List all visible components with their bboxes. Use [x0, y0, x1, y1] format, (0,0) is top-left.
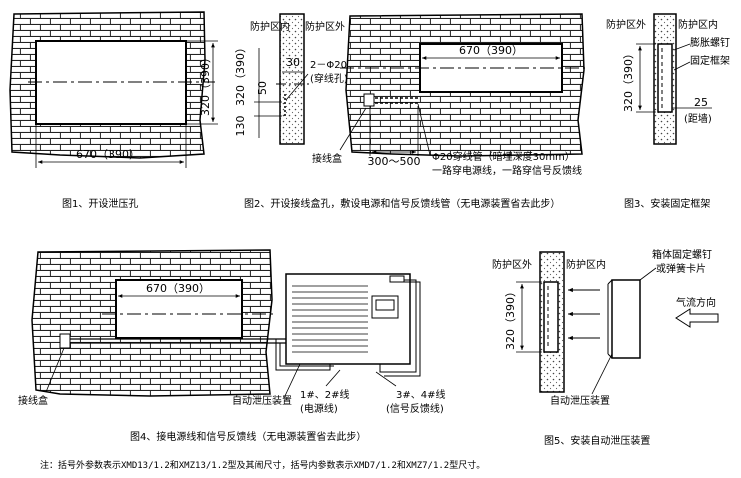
insert-arrows: [568, 287, 600, 341]
power-wires-label: 1#、2#线: [300, 388, 349, 401]
caption: 图5、安装自动泄压装置: [544, 434, 650, 447]
frame-label: 固定框架: [690, 54, 730, 67]
figure-5: 防护区外 防护区内 320（390） 箱体固定螺钉 或弹簧卡片 气流方向 自动泄…: [492, 248, 719, 447]
terminal-block: [389, 275, 405, 283]
dim-130: 130: [234, 116, 247, 137]
junction-box: [363, 93, 375, 107]
dim-width: 670（390）: [76, 148, 140, 161]
junction-box-label: 接线盒: [18, 394, 48, 407]
hole-sublabel: (穿线孔): [310, 72, 348, 85]
junction-box: [59, 333, 71, 349]
dim-25: 25: [694, 96, 708, 109]
dim-50: 50: [256, 81, 269, 95]
caption: 图2、开设接线盒孔，敷设电源和信号反馈线管（无电源装置省去此步）: [244, 197, 560, 210]
signal-wires-label: 3#、4#线: [396, 388, 445, 401]
figure-3: 防护区外 防护区内 膨胀螺钉 固定框架 320（390） 25 (距墙) 图3、…: [606, 13, 730, 210]
label-inside: 防护区内: [250, 20, 290, 33]
airflow-arrow: [675, 308, 719, 328]
label-outside: 防护区外: [305, 20, 345, 33]
dim-25-sub: (距墙): [684, 112, 712, 125]
fixed-frame: [657, 43, 673, 113]
device-label: 自动泄压装置: [232, 394, 292, 407]
figure-2: 防护区内 防护区外 320（390） 50 30 130 2－Φ20 (穿线孔)…: [234, 13, 585, 210]
label-inside: 防护区内: [566, 258, 606, 271]
dim-height: 320（390）: [622, 48, 635, 112]
dim-width: 670（390）: [459, 44, 523, 57]
footnote: 注：括号外参数表示XMD13/1.2和XMZ13/1.2型及其闹尺寸，括号内参数…: [40, 459, 485, 471]
figure-1: 670（390） 320（390） 图1、开设泄压孔: [9, 11, 218, 210]
signal-wires-sub: (信号反馈线): [386, 402, 444, 415]
screw-label-2: 或弹簧卡片: [656, 262, 706, 275]
label-outside: 防护区外: [606, 18, 646, 31]
wall-section: [279, 13, 305, 145]
junction-box-label: 接线盒: [312, 152, 342, 165]
label-inside: 防护区内: [678, 18, 718, 31]
caption: 图4、接电源线和信号反馈线（无电源装置省去此步）: [130, 430, 366, 443]
relief-device: [285, 273, 411, 365]
louver: [292, 285, 368, 353]
hole-label: 2－Φ20: [310, 60, 347, 71]
caption: 图3、安装固定框架: [624, 197, 710, 210]
relief-hole: [115, 279, 243, 339]
dim-left-height: 320（390）: [234, 42, 247, 106]
bolt-label: 膨胀螺钉: [690, 36, 730, 49]
dim-width: 670（390）: [146, 282, 210, 295]
airflow-label: 气流方向: [676, 296, 716, 309]
screw-label: 箱体固定螺钉: [652, 248, 712, 261]
dim-30: 30: [286, 56, 300, 69]
power-wires-sub: (电源线): [300, 402, 338, 415]
fixed-frame: [543, 281, 559, 353]
pipe-label: Φ20穿线管（暗埋深度30mm）: [432, 150, 575, 163]
figure-4: 670（390） 接线盒 自动泄压装置 1#、2#线 (电源线) 3#、4#: [18, 249, 445, 443]
caption: 图1、开设泄压孔: [62, 197, 138, 210]
label-outside: 防护区外: [492, 258, 532, 271]
dim-height: 320（390）: [199, 52, 212, 116]
relief-device: [611, 279, 641, 359]
device-label: 自动泄压装置: [550, 394, 610, 407]
dim-height: 320（390）: [504, 286, 517, 350]
pipe-label-2: 一路穿电源线，一路穿信号反馈线: [432, 164, 582, 177]
dim-300-500: 300～500: [368, 155, 421, 168]
